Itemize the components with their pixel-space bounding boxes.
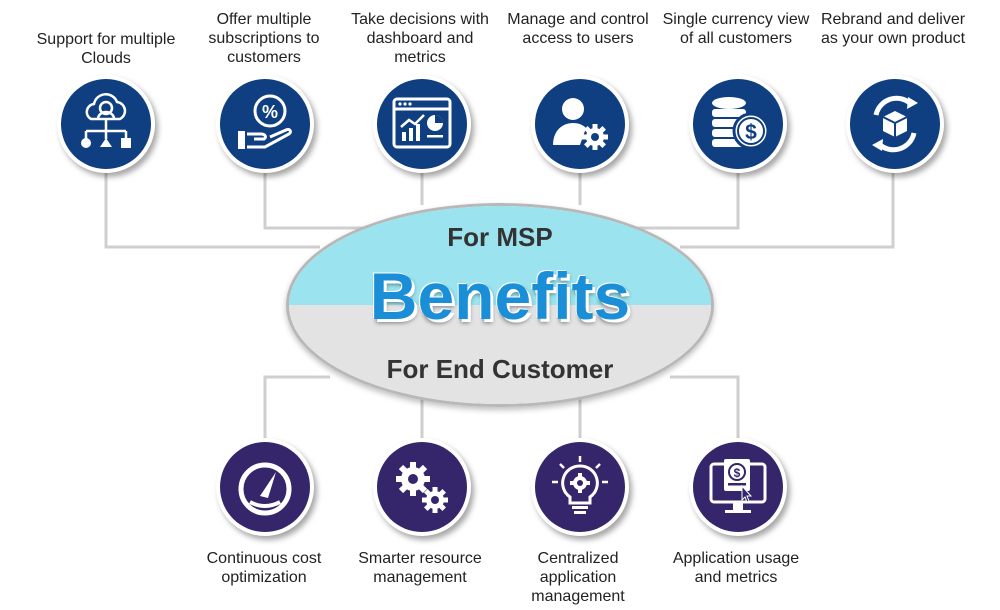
customer-benefit-label-centralized: Centralized application management xyxy=(531,550,625,605)
msp-benefit-access xyxy=(531,75,629,173)
msp-benefit-label-currency: Single currency view of all customers xyxy=(662,11,810,47)
msp-benefit-label-subscriptions: Offer multiple subscriptions to customer… xyxy=(208,11,320,66)
lightbulb-gear-icon xyxy=(552,456,608,514)
hub-customer-half xyxy=(289,305,711,404)
msp-benefit-dashboard xyxy=(373,75,471,173)
msp-benefit-clouds xyxy=(57,75,155,173)
percent-hand-icon: % xyxy=(238,94,292,149)
user-gear-icon xyxy=(553,98,608,150)
customer-benefit-label-usage: Application usage and metrics xyxy=(672,550,800,586)
msp-benefit-label-access: Manage and control access to users xyxy=(507,11,649,47)
customer-benefit-label-resources: Smarter resource management xyxy=(358,550,482,586)
svg-text:$: $ xyxy=(745,121,757,144)
msp-benefit-rebrand xyxy=(846,75,944,173)
hub-customer-label: For End Customer xyxy=(386,354,614,384)
coins-dollar-icon: $ xyxy=(712,97,770,150)
cloud-hierarchy-icon xyxy=(81,93,131,148)
msp-benefit-subscriptions: % xyxy=(216,75,314,173)
gauge-icon xyxy=(238,462,292,516)
hub-title: Benefits xyxy=(369,259,631,333)
hub-msp-half xyxy=(289,206,711,305)
dashboard-chart-icon xyxy=(392,97,452,149)
monitor-dollar-icon: $ xyxy=(709,459,767,513)
customer-benefit-centralized xyxy=(531,438,629,536)
benefits-hub: For MSP Benefits For End Customer xyxy=(286,203,714,407)
customer-benefit-usage: $ xyxy=(689,438,787,536)
rebrand-box-icon xyxy=(872,95,918,153)
customer-benefit-cost xyxy=(216,438,314,536)
customer-benefit-label-cost: Continuous cost optimization xyxy=(206,550,322,586)
hub-msp-label: For MSP xyxy=(447,222,553,252)
msp-benefit-label-rebrand: Rebrand and deliver as your own product xyxy=(820,11,966,47)
msp-benefit-label-clouds: Support for multiple Clouds xyxy=(36,31,176,67)
gears-icon xyxy=(396,462,448,513)
svg-text:$: $ xyxy=(734,466,741,480)
customer-benefit-resources xyxy=(373,438,471,536)
svg-text:%: % xyxy=(262,102,278,122)
msp-benefit-currency: $ xyxy=(689,75,787,173)
msp-benefit-label-dashboard: Take decisions with dashboard and metric… xyxy=(351,11,489,66)
